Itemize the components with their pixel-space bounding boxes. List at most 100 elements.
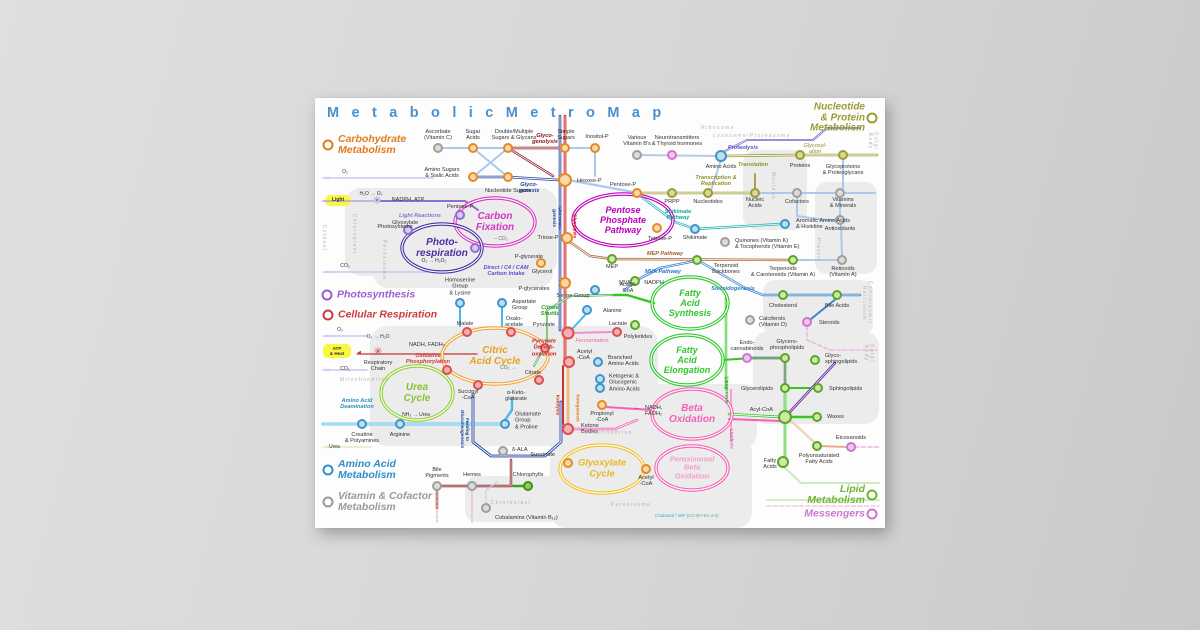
pathway-loop-label: Citric Acid Cycle	[469, 344, 521, 367]
legend-dot	[321, 289, 333, 301]
pathway-loop-label: Fatty Acid Synthesis	[668, 287, 712, 319]
metro-line	[572, 313, 587, 329]
map-label: Chloroplast	[350, 213, 357, 255]
pathway-loop-inner	[655, 445, 729, 491]
station-node	[481, 503, 491, 513]
map-label: Peroxisome	[610, 502, 652, 509]
map-label: Glutamate Group & Proline	[515, 411, 541, 431]
pathway-loop-inner	[651, 276, 729, 330]
map-label: Light Reactions	[399, 212, 441, 219]
pathway-loop-label: Glyoxylate Cycle	[577, 457, 627, 479]
metro-line	[566, 178, 635, 194]
station-node	[561, 232, 573, 244]
pathway-loop-inner	[380, 365, 454, 421]
map-label: Light	[331, 197, 345, 204]
map-label: Glyco- genesis	[518, 181, 540, 194]
legend-label: Amino Acid Metabolism	[338, 457, 396, 481]
pathway-loop-inner	[441, 327, 549, 385]
map-label: Glycosyl- ation	[803, 142, 827, 155]
map-label: Serine Group	[556, 292, 590, 299]
map-label: Lipolysis	[729, 429, 735, 449]
metro-line	[572, 419, 638, 430]
metro-line	[636, 154, 718, 157]
pathway-loop-label: Pentose Phosphate Pathway	[599, 204, 647, 236]
map-label: Proteolysis	[727, 144, 759, 151]
map-label: Homoserine Group & Lysine	[444, 277, 476, 297]
map-label: NADPH	[644, 279, 664, 286]
map-label: Glycero- phospholipids	[769, 338, 805, 351]
map-label: Glyco- genolysis	[532, 132, 558, 145]
metro-line	[796, 196, 837, 221]
station-node	[590, 285, 600, 295]
map-label: Fermentation	[575, 337, 609, 344]
station-node	[523, 481, 533, 491]
metro-line	[720, 154, 878, 157]
station-node	[593, 357, 603, 367]
map-label: Mitochondrion	[340, 377, 390, 384]
map-label: P-glycerate	[514, 253, 544, 260]
map-label: ◀	[325, 174, 329, 180]
map-label: Ribosome	[701, 125, 735, 132]
station-node	[795, 150, 805, 160]
station-node	[561, 326, 575, 340]
map-label: Feeding to Gluconeogenesis	[460, 409, 471, 449]
map-label: ←	[633, 402, 641, 412]
station-node	[455, 210, 465, 220]
map-label: Calciferols (Vitamin D)	[759, 315, 787, 328]
legend-label: Vitamin & Cofactor Metabolism	[338, 489, 433, 513]
map-label: Oxalo- acetate	[504, 315, 524, 328]
compartment-box	[815, 182, 877, 274]
map-label: Amino Acids	[705, 163, 737, 170]
map-label: Ketogenesis	[575, 394, 581, 422]
station-node	[832, 290, 842, 300]
map-label: Succinate	[530, 451, 555, 458]
map-label: Lysosome/Proteasome	[713, 133, 791, 140]
map-label: Ketolysis	[555, 394, 561, 416]
pathway-loop-label: Beta Oxidation	[668, 402, 716, 425]
station-node	[810, 355, 820, 365]
pathway-loop-inner	[401, 223, 483, 273]
page-title: M e t a b o l i c M e t r o M a p	[327, 105, 666, 121]
station-node	[703, 188, 713, 198]
station-node	[503, 143, 513, 153]
station-node	[595, 383, 605, 393]
metro-line	[605, 406, 653, 411]
metro-line	[806, 325, 878, 351]
map-label: Proteins	[789, 162, 811, 169]
map-label: CO₂ →	[500, 365, 516, 372]
map-label: Creatine & Polyamines	[344, 431, 380, 444]
metro-line	[485, 481, 498, 505]
metro-line	[624, 260, 696, 291]
photosystems-icon: ✳	[372, 194, 382, 207]
map-label: Shikimate Pathway	[664, 208, 692, 221]
station-node	[780, 383, 790, 393]
metro-map-svg	[321, 114, 880, 528]
map-label: Neurotransmitters & Thyroid hormones	[651, 134, 703, 147]
map-label: Golgi Body	[863, 343, 875, 363]
pathway-loop-label: Urea Cycle	[403, 381, 431, 404]
map-label: Branched Amino Acids	[608, 354, 639, 367]
station-node	[750, 188, 760, 198]
map-label: Cofactors	[785, 198, 809, 205]
station-node	[497, 298, 507, 308]
station-node	[720, 237, 730, 247]
metro-line	[642, 197, 782, 230]
station-node	[778, 290, 788, 300]
metro-line	[840, 223, 843, 257]
compartment-box	[647, 384, 757, 448]
station-node	[433, 143, 443, 153]
map-label: Retinoids (Vitamin A)	[829, 265, 857, 278]
station-node	[780, 353, 790, 363]
map-label: Eicosanoids	[835, 434, 867, 441]
map-label: Translation	[737, 161, 769, 168]
station-node	[641, 464, 651, 474]
map-label: MVA Pathway	[644, 268, 682, 275]
station-node	[838, 150, 848, 160]
metro-line	[720, 127, 860, 154]
map-label: Cobalamins (Vitamin B₁₂)	[495, 514, 558, 521]
map-label: Polyketides	[623, 333, 653, 340]
map-label: Bile Acids	[824, 302, 850, 309]
map-label: ◀	[325, 332, 329, 338]
map-label: Double/Multiple Sugars & Glycans	[491, 128, 537, 141]
station-node	[455, 298, 465, 308]
